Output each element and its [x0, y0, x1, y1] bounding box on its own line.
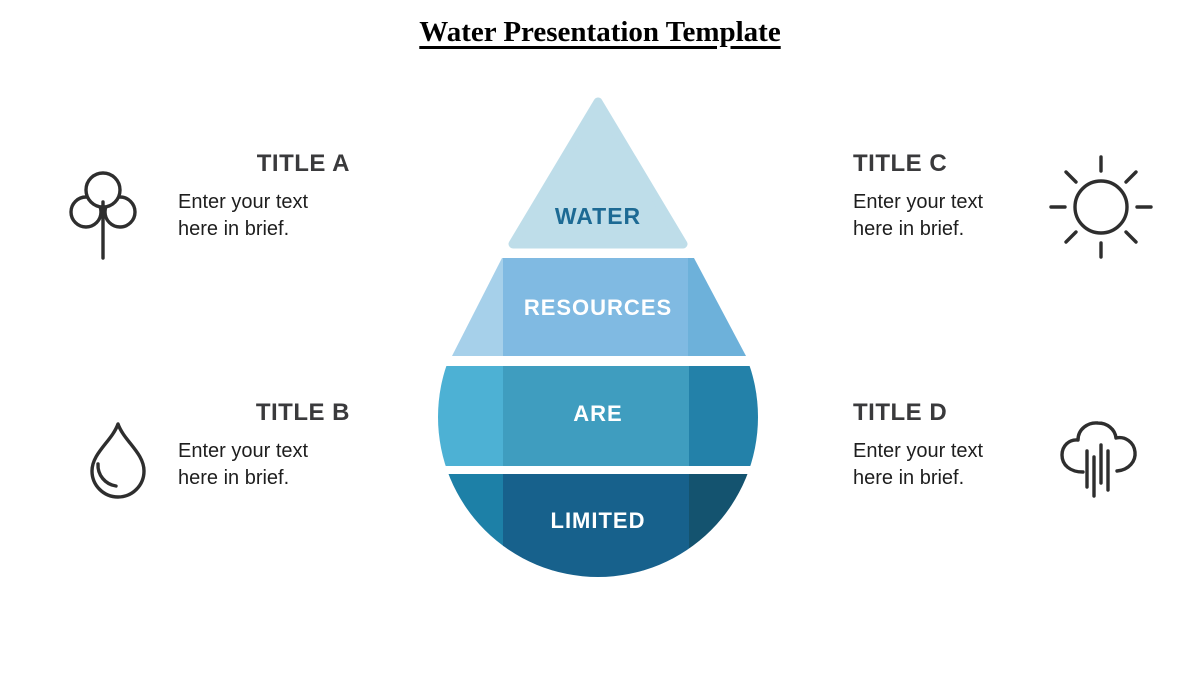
droplet-segment-water: WATER — [508, 97, 688, 249]
callout-b-body: Enter your text here in brief. — [178, 440, 309, 489]
page-title: Water Presentation Template — [419, 16, 781, 48]
resources-left-facet — [452, 258, 504, 356]
callout-a-body: Enter your text here in brief. — [178, 191, 309, 240]
callout-c-body: Enter your text here in brief. — [853, 191, 984, 240]
limited-right-facet — [689, 474, 758, 577]
resources-label: RESOURCES — [524, 295, 672, 320]
limited-center-facet — [503, 474, 689, 577]
droplet-segment-are — [438, 366, 758, 466]
resources-center-facet — [503, 258, 689, 356]
callout-a-title: TITLE A — [256, 150, 350, 177]
water-drop-icon — [90, 422, 146, 499]
callout-d-body: Enter your text here in brief. — [853, 440, 984, 489]
rain-cloud-icon — [1060, 421, 1137, 498]
are-right-facet — [689, 366, 758, 466]
callout-c-title: TITLE C — [853, 150, 948, 177]
callout-d: TITLE D Enter your text here in brief. — [853, 399, 1033, 492]
resources-right-facet — [688, 258, 746, 356]
droplet-segment-resources: RESOURCES — [452, 258, 746, 356]
are-label: ARE — [573, 401, 622, 426]
water-triangle-shape — [508, 97, 688, 249]
callout-c: TITLE C Enter your text here in brief. — [853, 150, 1033, 243]
callout-b: TITLE B Enter your text here in brief. — [178, 399, 350, 492]
sun-icon — [1049, 155, 1153, 259]
callout-d-title: TITLE D — [853, 399, 948, 426]
callout-a: TITLE A Enter your text here in brief. — [178, 150, 350, 243]
callout-b-title: TITLE B — [255, 399, 350, 426]
limited-left-facet — [438, 474, 504, 577]
are-left-facet — [438, 366, 504, 466]
tree-icon — [69, 171, 137, 260]
are-center-facet — [503, 366, 689, 466]
water-label: WATER — [555, 203, 641, 229]
limited-label: LIMITED — [551, 508, 646, 533]
